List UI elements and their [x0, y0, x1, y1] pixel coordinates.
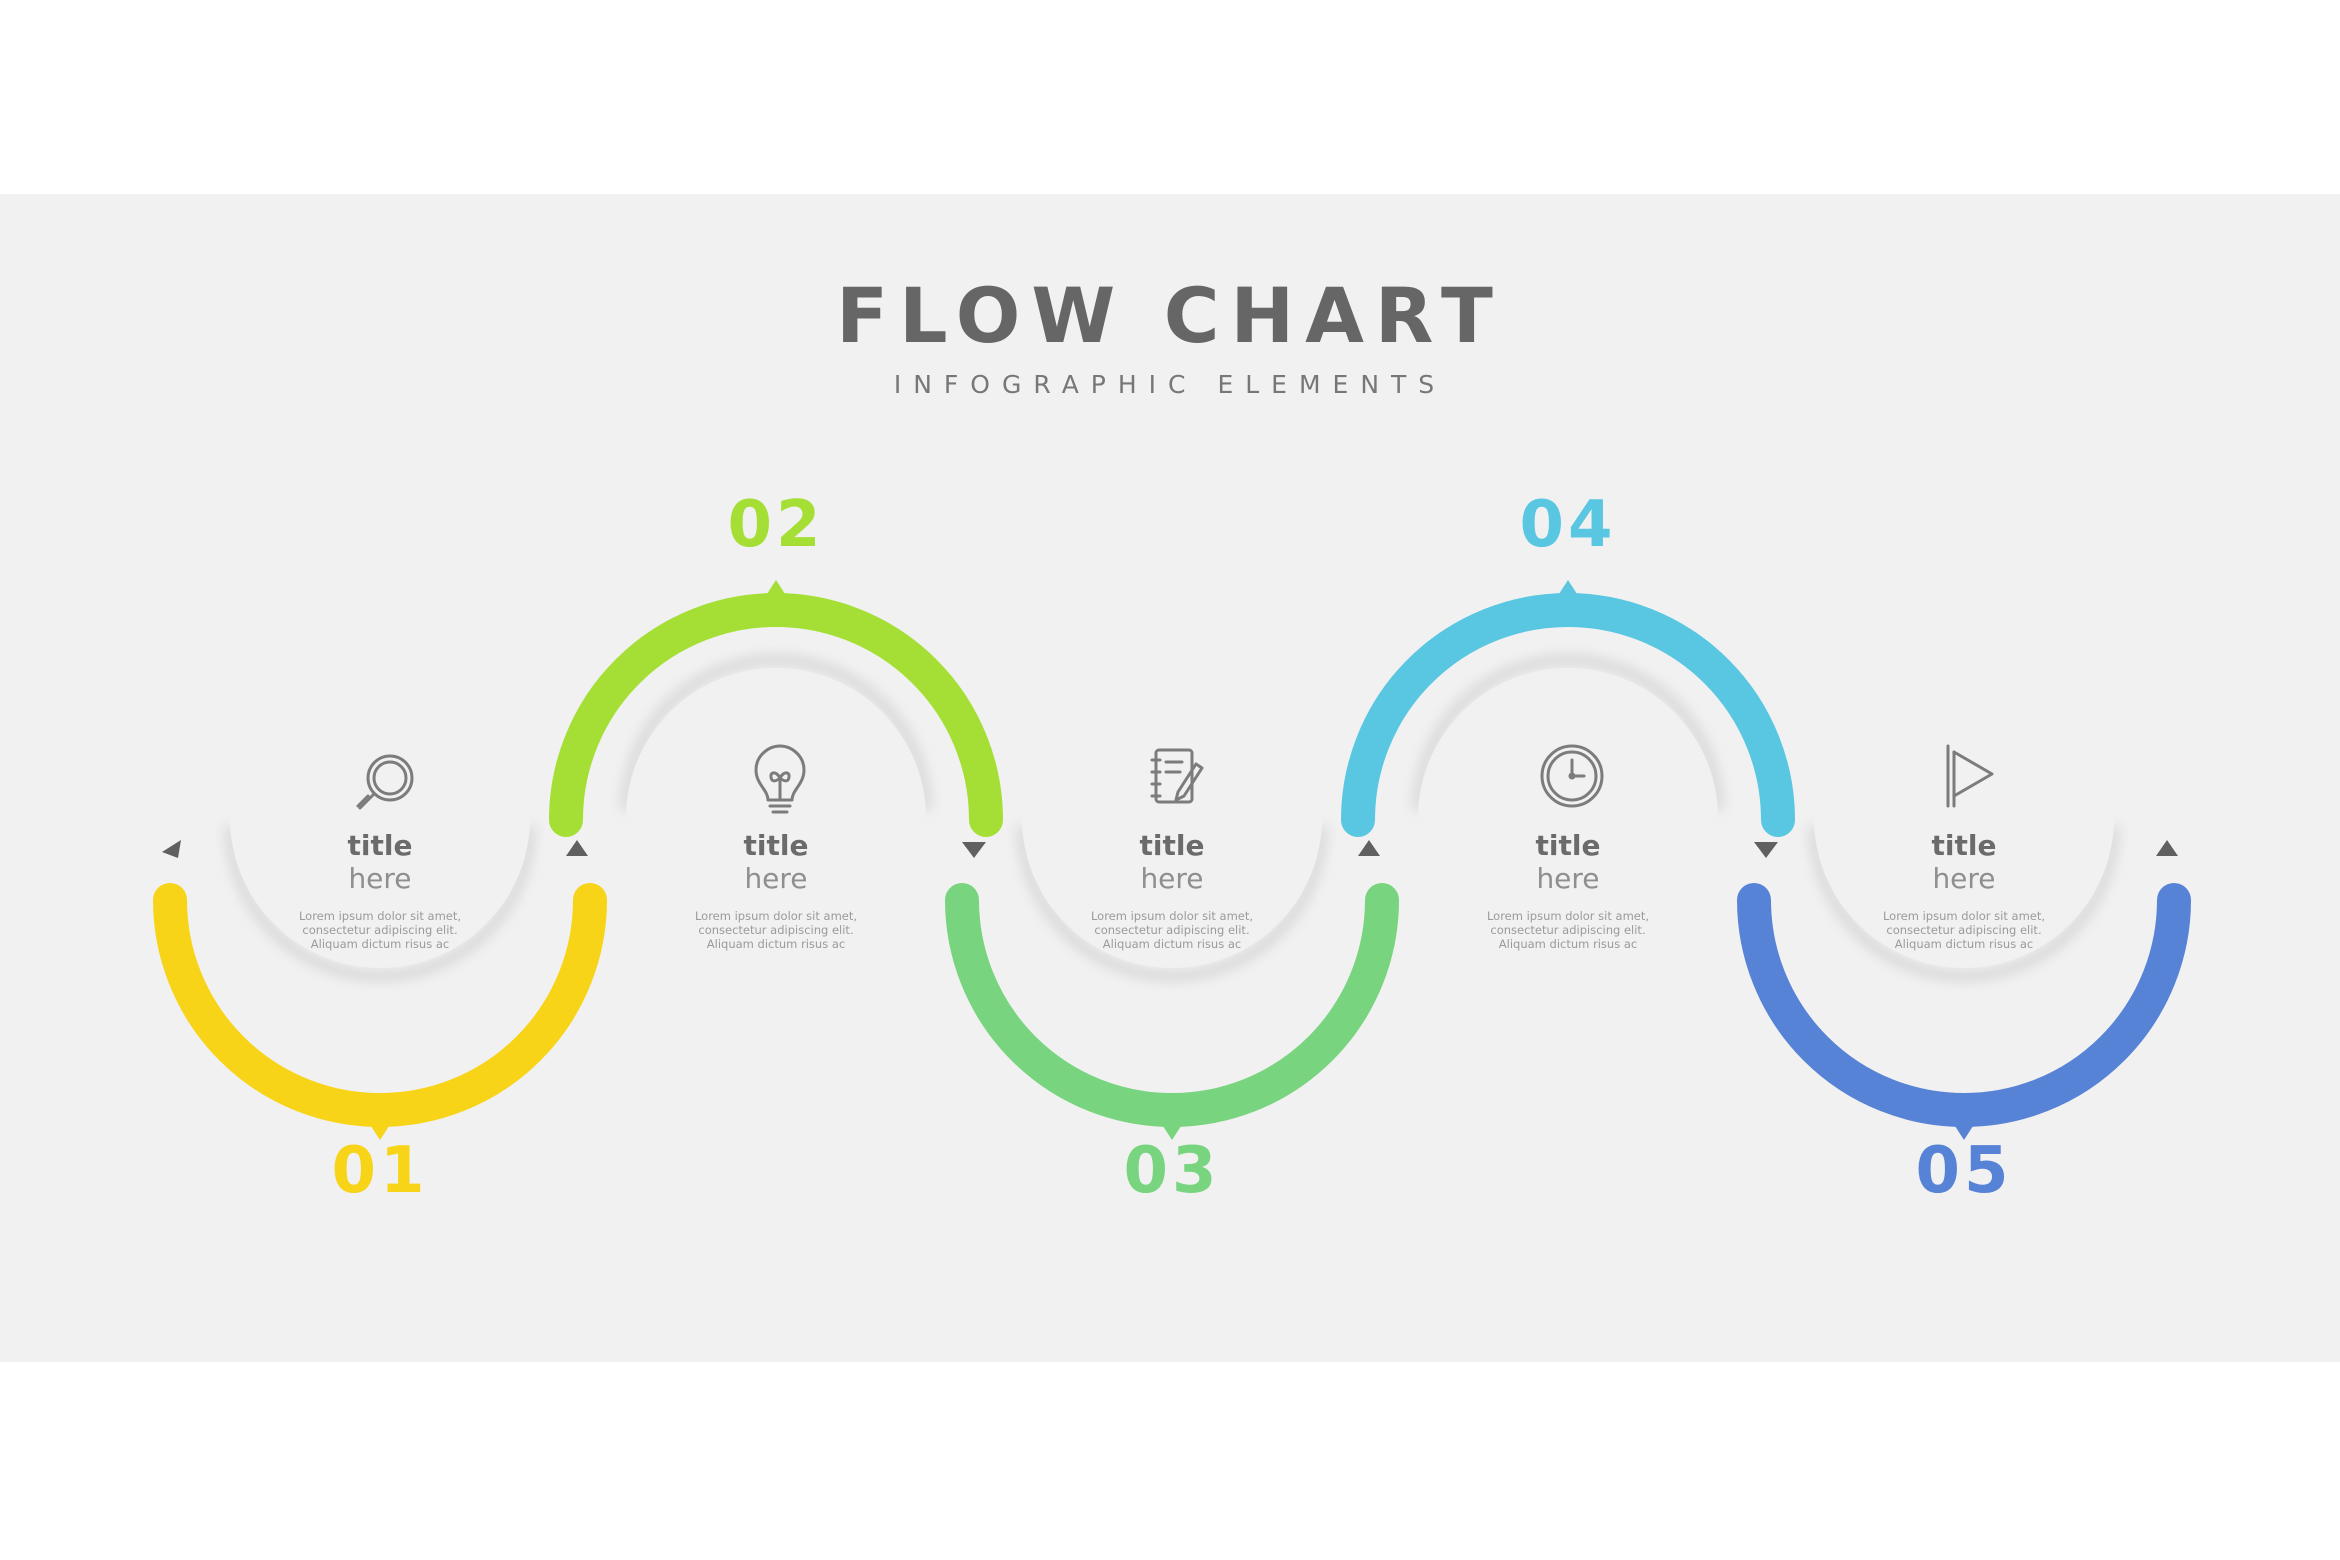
step-subtitle: here [744, 862, 807, 895]
inner-disc [1814, 818, 2114, 968]
step-subtitle: here [1536, 862, 1599, 895]
step-number: 03 [1123, 1134, 1220, 1208]
step-title: title [744, 829, 809, 862]
step-description-line: Lorem ipsum dolor sit amet, [1091, 909, 1253, 923]
inner-shadow [1017, 825, 1327, 981]
inner-shadow [1809, 825, 2119, 981]
step-number: 02 [727, 488, 824, 562]
step-description-line: consectetur adipiscing elit. [698, 923, 853, 937]
step-description-line: Aliquam dictum risus ac [1499, 937, 1637, 951]
step-description-line: consectetur adipiscing elit. [1490, 923, 1645, 937]
clock-icon [1540, 744, 1604, 808]
step-description-line: Lorem ipsum dolor sit amet, [695, 909, 857, 923]
step-pointer [1942, 1106, 1986, 1140]
arrow-down-icon [1754, 842, 1778, 858]
step-description-line: consectetur adipiscing elit. [1886, 923, 2041, 937]
step-pointer [358, 1106, 402, 1140]
inner-disc [230, 818, 530, 968]
step-subtitle: here [1140, 862, 1203, 895]
background-band [0, 194, 2340, 1362]
inner-shadow [225, 825, 535, 981]
step-pointer [1150, 1106, 1194, 1140]
step-description-line: consectetur adipiscing elit. [1094, 923, 1249, 937]
step-number: 01 [331, 1134, 428, 1208]
lightbulb-icon [754, 744, 806, 814]
magnifier-icon [356, 754, 414, 810]
arrows [162, 840, 2178, 858]
inner-disc [626, 668, 926, 818]
arrow-up-icon [1358, 840, 1380, 856]
step-description-line: Aliquam dictum risus ac [311, 937, 449, 951]
step-description-line: Aliquam dictum risus ac [1103, 937, 1241, 951]
step-title: title [1536, 829, 1601, 862]
step-title: title [1140, 829, 1205, 862]
inner-disc [1022, 818, 1322, 968]
page-title: FLOW CHART [836, 271, 1504, 360]
step-description-line: consectetur adipiscing elit. [302, 923, 457, 937]
arrow-up-icon [2156, 840, 2178, 856]
arrow-up-icon [566, 840, 588, 856]
step-title: title [1932, 829, 1997, 862]
step-title: title [348, 829, 413, 862]
step-pointer [754, 580, 798, 614]
step-number: 04 [1519, 488, 1616, 562]
flag-icon [1946, 744, 1994, 808]
step-number: 05 [1915, 1134, 2012, 1208]
page-subtitle: INFOGRAPHIC ELEMENTS [894, 370, 1446, 399]
step-subtitle: here [348, 862, 411, 895]
notepad-icon [1150, 748, 1204, 804]
inner-disc [1418, 668, 1718, 818]
step-description-line: Aliquam dictum risus ac [707, 937, 845, 951]
inner-shadow [621, 655, 931, 811]
arrow-left-icon [162, 840, 181, 858]
arrow-down-icon [962, 842, 986, 858]
step-description-line: Lorem ipsum dolor sit amet, [1487, 909, 1649, 923]
step-pointer [1546, 580, 1590, 614]
step-subtitle: here [1932, 862, 1995, 895]
inner-shadow [1413, 655, 1723, 811]
step-description-line: Aliquam dictum risus ac [1895, 937, 2033, 951]
step-description-line: Lorem ipsum dolor sit amet, [1883, 909, 2045, 923]
step-description-line: Lorem ipsum dolor sit amet, [299, 909, 461, 923]
